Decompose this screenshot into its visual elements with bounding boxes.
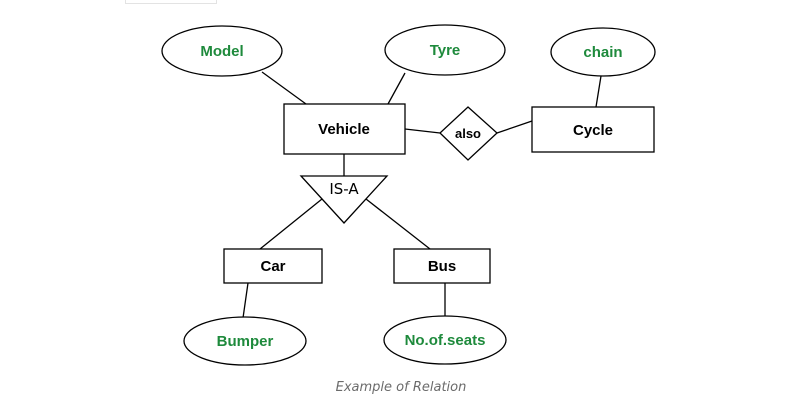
entity-vehicle-label: Vehicle xyxy=(318,121,370,138)
edge-model-vehicle xyxy=(261,71,307,105)
attribute-chain-label: chain xyxy=(583,44,622,61)
top-tab-fragment xyxy=(125,0,217,4)
attribute-model: Model xyxy=(161,25,283,77)
relationship-also-label: also xyxy=(455,126,481,141)
attribute-tyre: Tyre xyxy=(384,24,506,76)
entity-cycle-label: Cycle xyxy=(573,122,613,139)
edge-also-cycle xyxy=(496,120,533,134)
attribute-chain: chain xyxy=(550,27,656,77)
edge-isa-bus xyxy=(365,198,431,250)
edge-isa-car xyxy=(259,198,323,250)
isa-triangle: IS-A xyxy=(299,175,389,224)
attribute-seats-label: No.of.seats xyxy=(405,332,486,349)
er-diagram: Model Tyre chain Bumper No.of.seats Vehi… xyxy=(161,24,656,366)
edge-tyre-vehicle xyxy=(387,72,406,105)
attribute-bumper-label: Bumper xyxy=(217,333,274,350)
edge-car-bumper xyxy=(242,282,249,319)
attribute-seats: No.of.seats xyxy=(383,315,507,365)
entity-bus-label: Bus xyxy=(428,258,456,275)
entity-car: Car xyxy=(223,248,323,284)
edge-chain-cycle xyxy=(595,75,602,108)
figure-caption: Example of Relation xyxy=(335,380,467,395)
attribute-tyre-label: Tyre xyxy=(430,42,461,59)
attribute-bumper: Bumper xyxy=(183,316,307,366)
attribute-model-label: Model xyxy=(200,43,243,60)
entity-car-label: Car xyxy=(260,258,285,275)
relationship-also: also xyxy=(439,106,498,161)
entity-bus: Bus xyxy=(393,248,491,284)
entity-vehicle: Vehicle xyxy=(283,103,406,155)
isa-label: IS-A xyxy=(329,180,359,198)
entity-cycle: Cycle xyxy=(531,106,655,153)
edge-vehicle-also xyxy=(404,128,441,134)
